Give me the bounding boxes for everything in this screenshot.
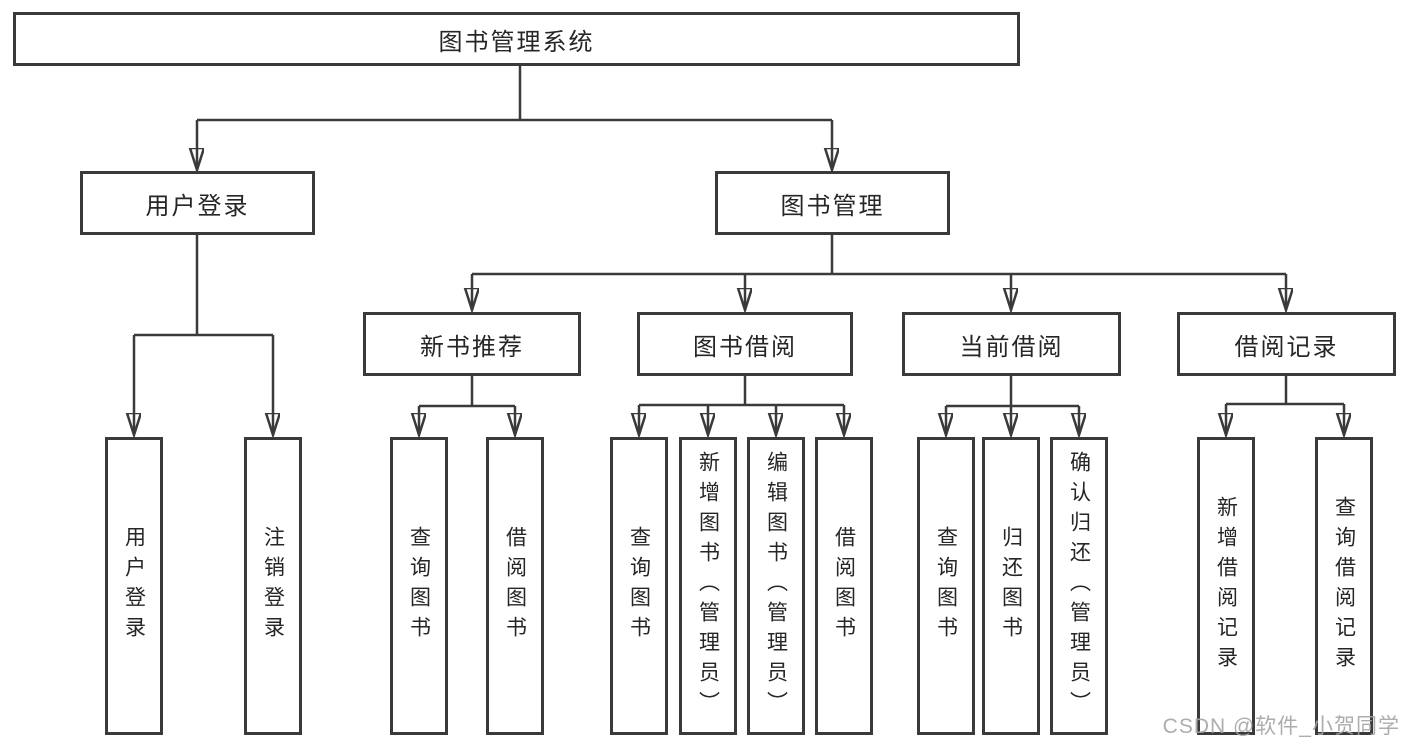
- node-new-book-recommend: 新书推荐: [363, 312, 581, 376]
- leaf-cb-return-books: 归还图书: [982, 437, 1040, 735]
- leaf-user-login: 用户登录: [105, 437, 163, 735]
- node-new-book-recommend-label: 新书推荐: [420, 333, 524, 361]
- csdn-watermark: CSDN @软件_小贺同学: [1162, 715, 1400, 738]
- leaf-br-query-record: 查询借阅记录: [1315, 437, 1373, 735]
- node-book-management-label: 图书管理: [780, 192, 885, 220]
- node-current-borrow: 当前借阅: [902, 312, 1121, 376]
- leaf-br-add-record: 新增借阅记录: [1197, 437, 1255, 735]
- node-book-borrow-label: 图书借阅: [693, 333, 797, 361]
- leaf-bb-edit-books-admin: 编辑图书（管理员）: [747, 437, 805, 735]
- leaf-cb-query-books-label: 查询图书: [934, 526, 958, 646]
- node-current-borrow-label: 当前借阅: [959, 333, 1064, 361]
- leaf-nbr-borrow-books-label: 借阅图书: [503, 526, 527, 646]
- node-book-management: 图书管理: [715, 171, 950, 235]
- node-borrow-records-label: 借阅记录: [1234, 333, 1339, 361]
- leaf-br-query-record-label: 查询借阅记录: [1332, 496, 1356, 676]
- leaf-nbr-query-books-label: 查询图书: [407, 526, 431, 646]
- node-user-login: 用户登录: [80, 171, 315, 235]
- node-user-login-label: 用户登录: [145, 192, 250, 220]
- node-book-borrow: 图书借阅: [637, 312, 853, 376]
- leaf-bb-add-books-admin-label: 新增图书（管理员）: [696, 451, 720, 721]
- leaf-bb-borrow-books-label: 借阅图书: [832, 526, 856, 646]
- node-system-root: 图书管理系统: [13, 12, 1020, 66]
- leaf-cb-return-books-label: 归还图书: [999, 526, 1023, 646]
- node-system-root-label: 图书管理系统: [438, 28, 595, 56]
- leaf-cb-query-books: 查询图书: [917, 437, 975, 735]
- leaf-bb-borrow-books: 借阅图书: [815, 437, 873, 735]
- leaf-bb-edit-books-admin-label: 编辑图书（管理员）: [764, 451, 788, 721]
- leaf-logout: 注销登录: [244, 437, 302, 735]
- leaf-nbr-borrow-books: 借阅图书: [486, 437, 544, 735]
- leaf-cb-confirm-return-admin: 确认归还（管理员）: [1050, 437, 1108, 735]
- leaf-bb-query-books-label: 查询图书: [627, 526, 651, 646]
- leaf-nbr-query-books: 查询图书: [390, 437, 448, 735]
- leaf-bb-query-books: 查询图书: [610, 437, 668, 735]
- leaf-br-add-record-label: 新增借阅记录: [1214, 496, 1238, 676]
- leaf-bb-add-books-admin: 新增图书（管理员）: [679, 437, 737, 735]
- node-borrow-records: 借阅记录: [1177, 312, 1396, 376]
- leaf-user-login-label: 用户登录: [122, 526, 146, 646]
- leaf-cb-confirm-return-admin-label: 确认归还（管理员）: [1067, 451, 1091, 721]
- leaf-logout-label: 注销登录: [261, 526, 285, 646]
